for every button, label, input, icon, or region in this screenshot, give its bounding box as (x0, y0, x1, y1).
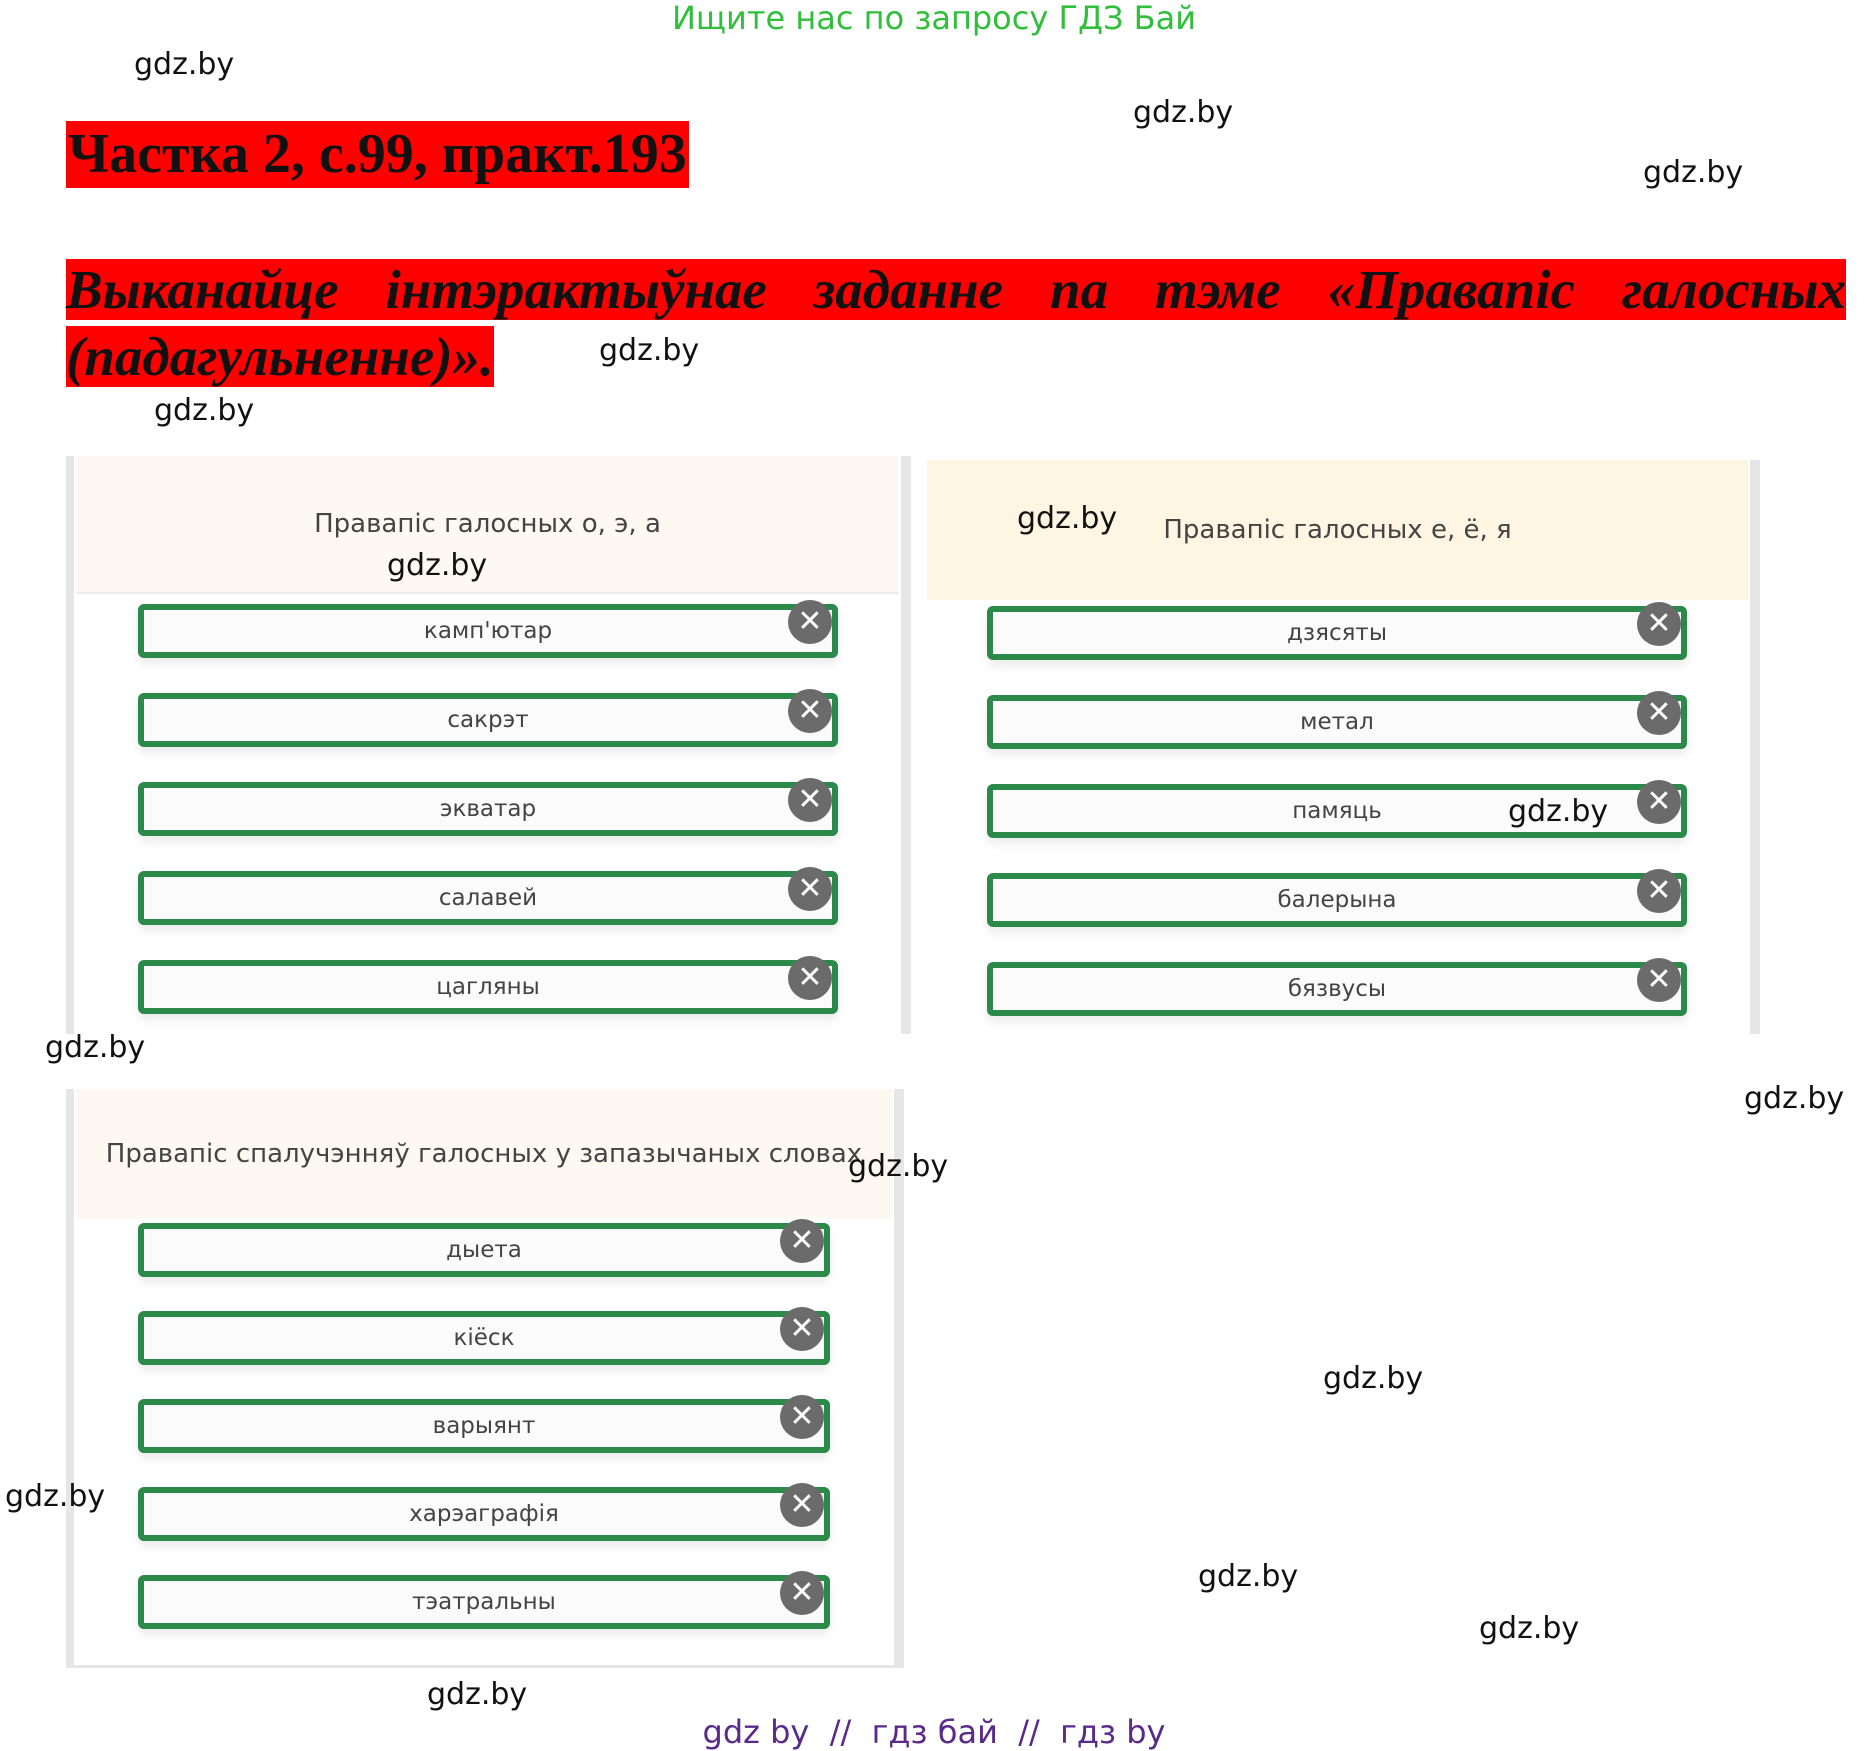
watermark: gdz.by (1133, 95, 1234, 130)
close-icon[interactable]: ✕ (1637, 691, 1681, 735)
word-card[interactable]: тэатральны (138, 1575, 830, 1629)
watermark: gdz.by (1479, 1611, 1580, 1646)
panel-vowels-e-yo-ya: Правапіс галосных е, ё, я дзясяты метал … (915, 460, 1760, 1034)
watermark: gdz.by (134, 47, 235, 82)
footer-links[interactable]: gdz by // гдз бай // гдз by (702, 1713, 1166, 1751)
word-card[interactable]: дзясяты (987, 606, 1687, 660)
close-icon[interactable]: ✕ (1637, 869, 1681, 913)
panel-heading: Правапіс галосных е, ё, я (927, 460, 1748, 600)
panel-rail-right (894, 1089, 904, 1665)
panel-rail-left (66, 1089, 74, 1665)
panel-rail-left (66, 456, 74, 1034)
close-icon[interactable]: ✕ (1637, 958, 1681, 1002)
close-icon[interactable]: ✕ (788, 689, 832, 733)
close-icon[interactable]: ✕ (780, 1395, 824, 1439)
word-card[interactable]: кіёск (138, 1311, 830, 1365)
close-icon[interactable]: ✕ (788, 778, 832, 822)
word-card[interactable]: балерына (987, 873, 1687, 927)
task-text: Выканайце інтэрактыўнае заданне па тэме … (66, 256, 1846, 390)
watermark: gdz.by (427, 1677, 528, 1712)
task-text-highlight: Выканайце інтэрактыўнае заданне па тэме … (66, 259, 1846, 387)
panel-vowels-o-e-a: Правапіс галосных о, э, а камп'ютар сакр… (66, 456, 911, 1034)
panel-rail-right (1750, 460, 1760, 1034)
watermark: gdz.by (1744, 1081, 1845, 1116)
watermark: gdz.by (1017, 501, 1118, 536)
watermark: gdz.by (1643, 155, 1744, 190)
word-card[interactable]: экватар (138, 782, 838, 836)
close-icon[interactable]: ✕ (1637, 780, 1681, 824)
watermark: gdz.by (387, 548, 488, 583)
close-icon[interactable]: ✕ (788, 600, 832, 644)
page-title: Частка 2, с.99, практ.193 (66, 121, 689, 188)
word-card[interactable]: цагляны (138, 960, 838, 1014)
watermark: gdz.by (599, 333, 700, 368)
close-icon[interactable]: ✕ (780, 1219, 824, 1263)
watermark: gdz.by (154, 393, 255, 428)
watermark: gdz.by (848, 1149, 949, 1184)
panel-rail-right (901, 456, 911, 1034)
watermark: gdz.by (1508, 794, 1609, 829)
search-banner: Ищите нас по запросу ГДЗ Бай (671, 0, 1197, 37)
word-card[interactable]: салавей (138, 871, 838, 925)
word-card[interactable]: бязвусы (987, 962, 1687, 1016)
word-card[interactable]: дыета (138, 1223, 830, 1277)
word-card[interactable]: сакрэт (138, 693, 838, 747)
close-icon[interactable]: ✕ (1637, 602, 1681, 646)
close-icon[interactable]: ✕ (788, 867, 832, 911)
close-icon[interactable]: ✕ (780, 1483, 824, 1527)
watermark: gdz.by (1323, 1361, 1424, 1396)
word-card[interactable]: харэаграфія (138, 1487, 830, 1541)
watermark: gdz.by (5, 1479, 106, 1514)
panel-heading: Правапіс галосных о, э, а (76, 456, 899, 594)
watermark: gdz.by (45, 1030, 146, 1065)
close-icon[interactable]: ✕ (780, 1307, 824, 1351)
word-card[interactable]: метал (987, 695, 1687, 749)
word-card[interactable]: камп'ютар (138, 604, 838, 658)
panel-heading: Правапіс спалучэнняў галосных у запазыча… (76, 1089, 892, 1219)
close-icon[interactable]: ✕ (788, 956, 832, 1000)
watermark: gdz.by (1198, 1559, 1299, 1594)
close-icon[interactable]: ✕ (780, 1571, 824, 1615)
word-card[interactable]: памяць (987, 784, 1687, 838)
panel-loanword-vowels: Правапіс спалучэнняў галосных у запазыча… (66, 1089, 904, 1668)
word-card[interactable]: варыянт (138, 1399, 830, 1453)
